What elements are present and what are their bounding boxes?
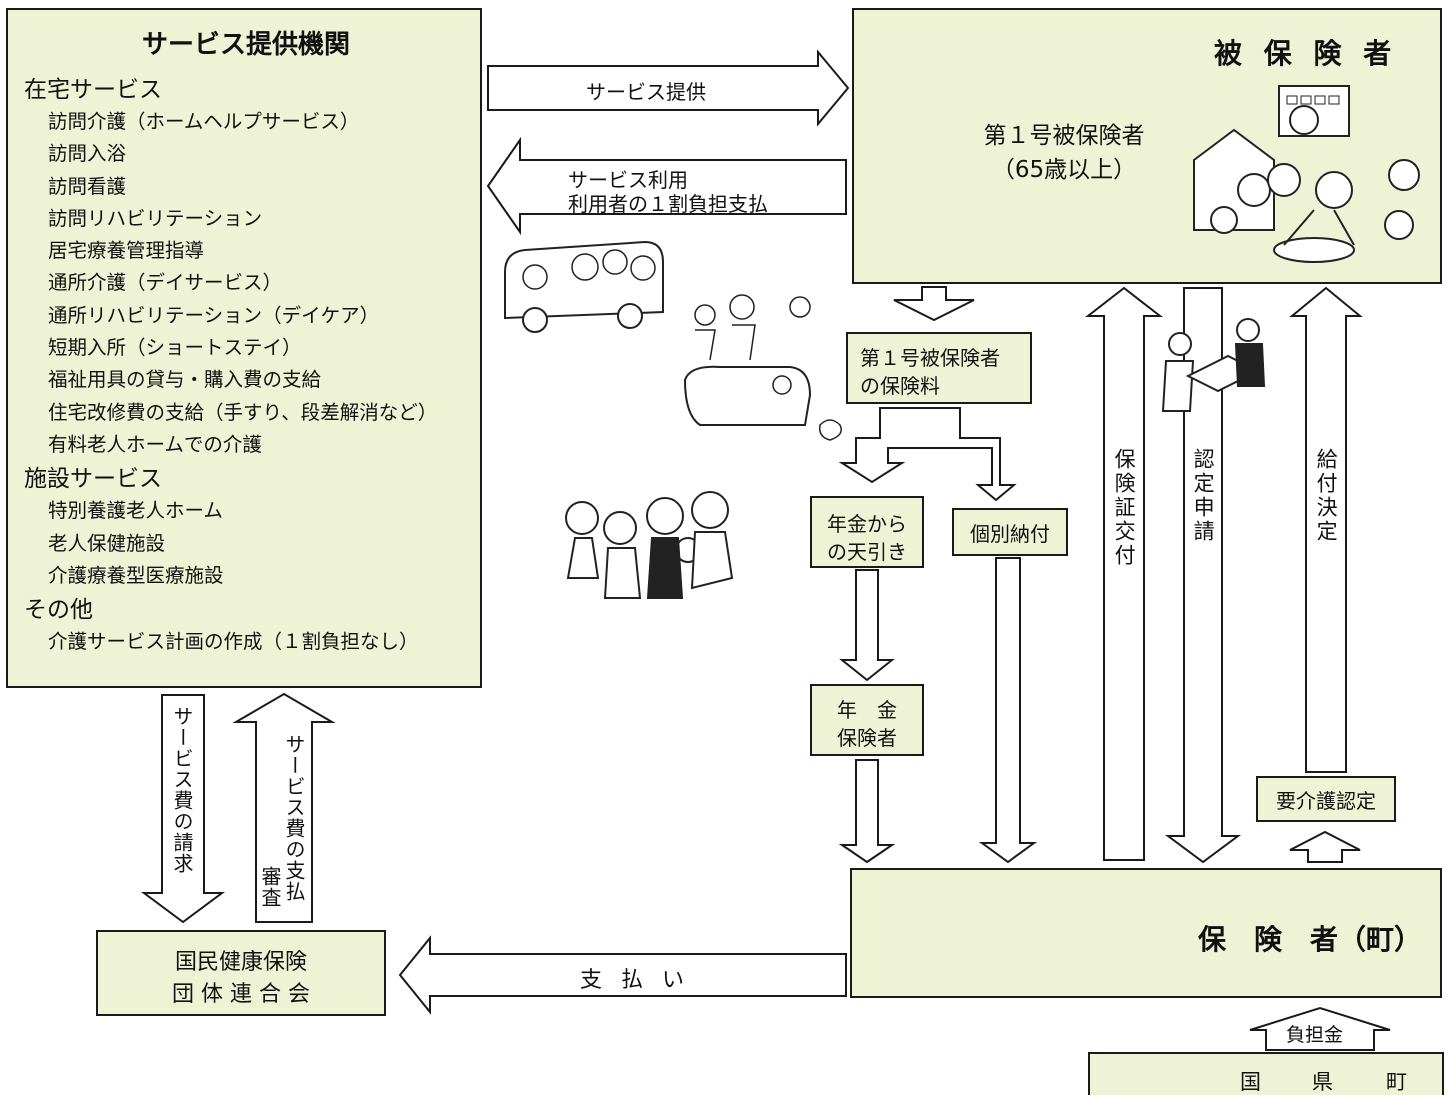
benefit-decision-label: 給付決定 bbox=[1314, 448, 1339, 544]
list-item: 居宅療養管理指導 bbox=[48, 239, 205, 263]
category-other: その他 bbox=[24, 597, 93, 624]
family-illustration bbox=[565, 491, 734, 599]
insurer-box: 保 険 者（町） bbox=[850, 868, 1442, 998]
split-arrow bbox=[838, 407, 1017, 502]
list-item: 介護療養型医療施設 bbox=[48, 563, 224, 587]
pension-insurer-line1: 年 金 bbox=[837, 698, 897, 722]
federation-line2: 団 体 連 合 会 bbox=[172, 982, 310, 1007]
service-provider-box: サービス提供機関 在宅サービス 訪問介護（ホームヘルプサービス） 訪問入浴 訪問… bbox=[6, 8, 482, 688]
care-certification-label: 要介護認定 bbox=[1276, 788, 1376, 813]
list-item: 訪問介護（ホームヘルプサービス） bbox=[48, 110, 360, 133]
list-item: 老人保健施設 bbox=[48, 531, 166, 555]
service-provider-title: サービス提供機関 bbox=[141, 30, 350, 60]
service-provision-arrow bbox=[487, 49, 850, 127]
insured-age: （65歳以上） bbox=[991, 157, 1137, 183]
list-item: 介護サービス計画の作成（１割負担なし） bbox=[48, 630, 419, 654]
pension-insurer-box: 年 金 保険者 bbox=[810, 684, 924, 756]
premium-box: 第１号被保険者 の保険料 bbox=[846, 332, 1032, 404]
application-illustration bbox=[1161, 318, 1266, 412]
insured-category: 第１号被保険者 bbox=[983, 123, 1145, 149]
list-item: 訪問入浴 bbox=[48, 142, 127, 166]
service-fee-claim-label: サービス費の請求 bbox=[170, 706, 194, 874]
list-item: 通所介護（デイサービス） bbox=[48, 271, 283, 295]
list-item: 短期入所（ショートステイ） bbox=[48, 336, 302, 360]
elderly-people-illustration bbox=[1193, 85, 1420, 263]
list-item: 訪問リハビリテーション bbox=[48, 206, 263, 230]
service-use-label: サービス利用 bbox=[568, 168, 688, 192]
list-item: 訪問看護 bbox=[48, 174, 127, 198]
care-certification-box: 要介護認定 bbox=[1256, 776, 1396, 822]
insurance-card-label: 保険証交付 bbox=[1112, 448, 1137, 568]
list-item: 特別養護老人ホーム bbox=[48, 499, 223, 523]
pension-down-arrow bbox=[839, 569, 895, 682]
service-fee-payment-label: サービス費の支払 bbox=[282, 734, 306, 902]
down-arrow-premium bbox=[893, 286, 975, 322]
insured-title: 被 保 険 者 bbox=[1214, 37, 1398, 70]
service-fee-review-label: 審査 bbox=[258, 866, 282, 908]
government-box: 国 県 町 bbox=[1088, 1052, 1444, 1095]
service-use-arrow bbox=[486, 136, 847, 236]
service-list: 在宅サービス 訪問介護（ホームヘルプサービス） 訪問入浴 訪問看護 訪問リハビリ… bbox=[24, 72, 494, 658]
insured-box: 被 保 険 者 第１号被保険者 （65歳以上） bbox=[852, 8, 1442, 284]
federation-line1: 国民健康保険 bbox=[174, 950, 307, 975]
pension-deduction-line2: の天引き bbox=[827, 540, 907, 564]
category-facility-services: 施設サービス bbox=[24, 466, 162, 493]
payment-label: 支 払 い bbox=[580, 968, 690, 993]
service-fee-claim-arrow bbox=[140, 694, 226, 924]
individual-payment-down-arrow bbox=[978, 557, 1038, 864]
gov-prefecture: 県 bbox=[1312, 1070, 1333, 1094]
list-item: 有料老人ホームでの介護 bbox=[48, 432, 262, 456]
list-item: 福祉用具の貸与・購入費の支給 bbox=[48, 368, 322, 392]
service-fee-payment-arrow bbox=[232, 692, 336, 923]
list-item: 住宅改修費の支給（手すり、段差解消など） bbox=[48, 400, 438, 424]
burden-label: 負担金 bbox=[1286, 1020, 1344, 1047]
certification-request-label: 認定申請 bbox=[1191, 448, 1216, 544]
payment-arrow bbox=[398, 935, 847, 1015]
individual-payment-label: 個別納付 bbox=[970, 521, 1050, 546]
pension-deduction-box: 年金から の天引き bbox=[810, 496, 924, 568]
copay-label: 利用者の１割負担支払 bbox=[568, 192, 768, 216]
home-care-illustration bbox=[683, 294, 842, 441]
benefit-decision-up-arrow bbox=[1289, 286, 1363, 773]
day-care-bus-illustration bbox=[504, 240, 664, 333]
list-item: 通所リハビリテーション（デイケア） bbox=[48, 303, 380, 327]
pension-insurer-down-arrow bbox=[838, 759, 896, 864]
individual-payment-box: 個別納付 bbox=[952, 508, 1068, 556]
insurance-card-up-arrow bbox=[1085, 286, 1163, 861]
insurer-title: 保 険 者（町） bbox=[1198, 923, 1423, 956]
premium-label-line1: 第１号被保険者 bbox=[860, 346, 1000, 370]
service-provision-label: サービス提供 bbox=[586, 80, 706, 104]
pension-deduction-line1: 年金から bbox=[827, 512, 907, 536]
premium-label-line2: の保険料 bbox=[860, 374, 940, 398]
federation-box: 国民健康保険 団 体 連 合 会 bbox=[96, 930, 386, 1016]
gov-town: 町 bbox=[1386, 1070, 1407, 1094]
category-home-services: 在宅サービス bbox=[24, 77, 162, 103]
care-cert-up-arrow bbox=[1289, 830, 1361, 863]
pension-insurer-line2: 保険者 bbox=[837, 726, 897, 750]
gov-national: 国 bbox=[1240, 1070, 1261, 1094]
